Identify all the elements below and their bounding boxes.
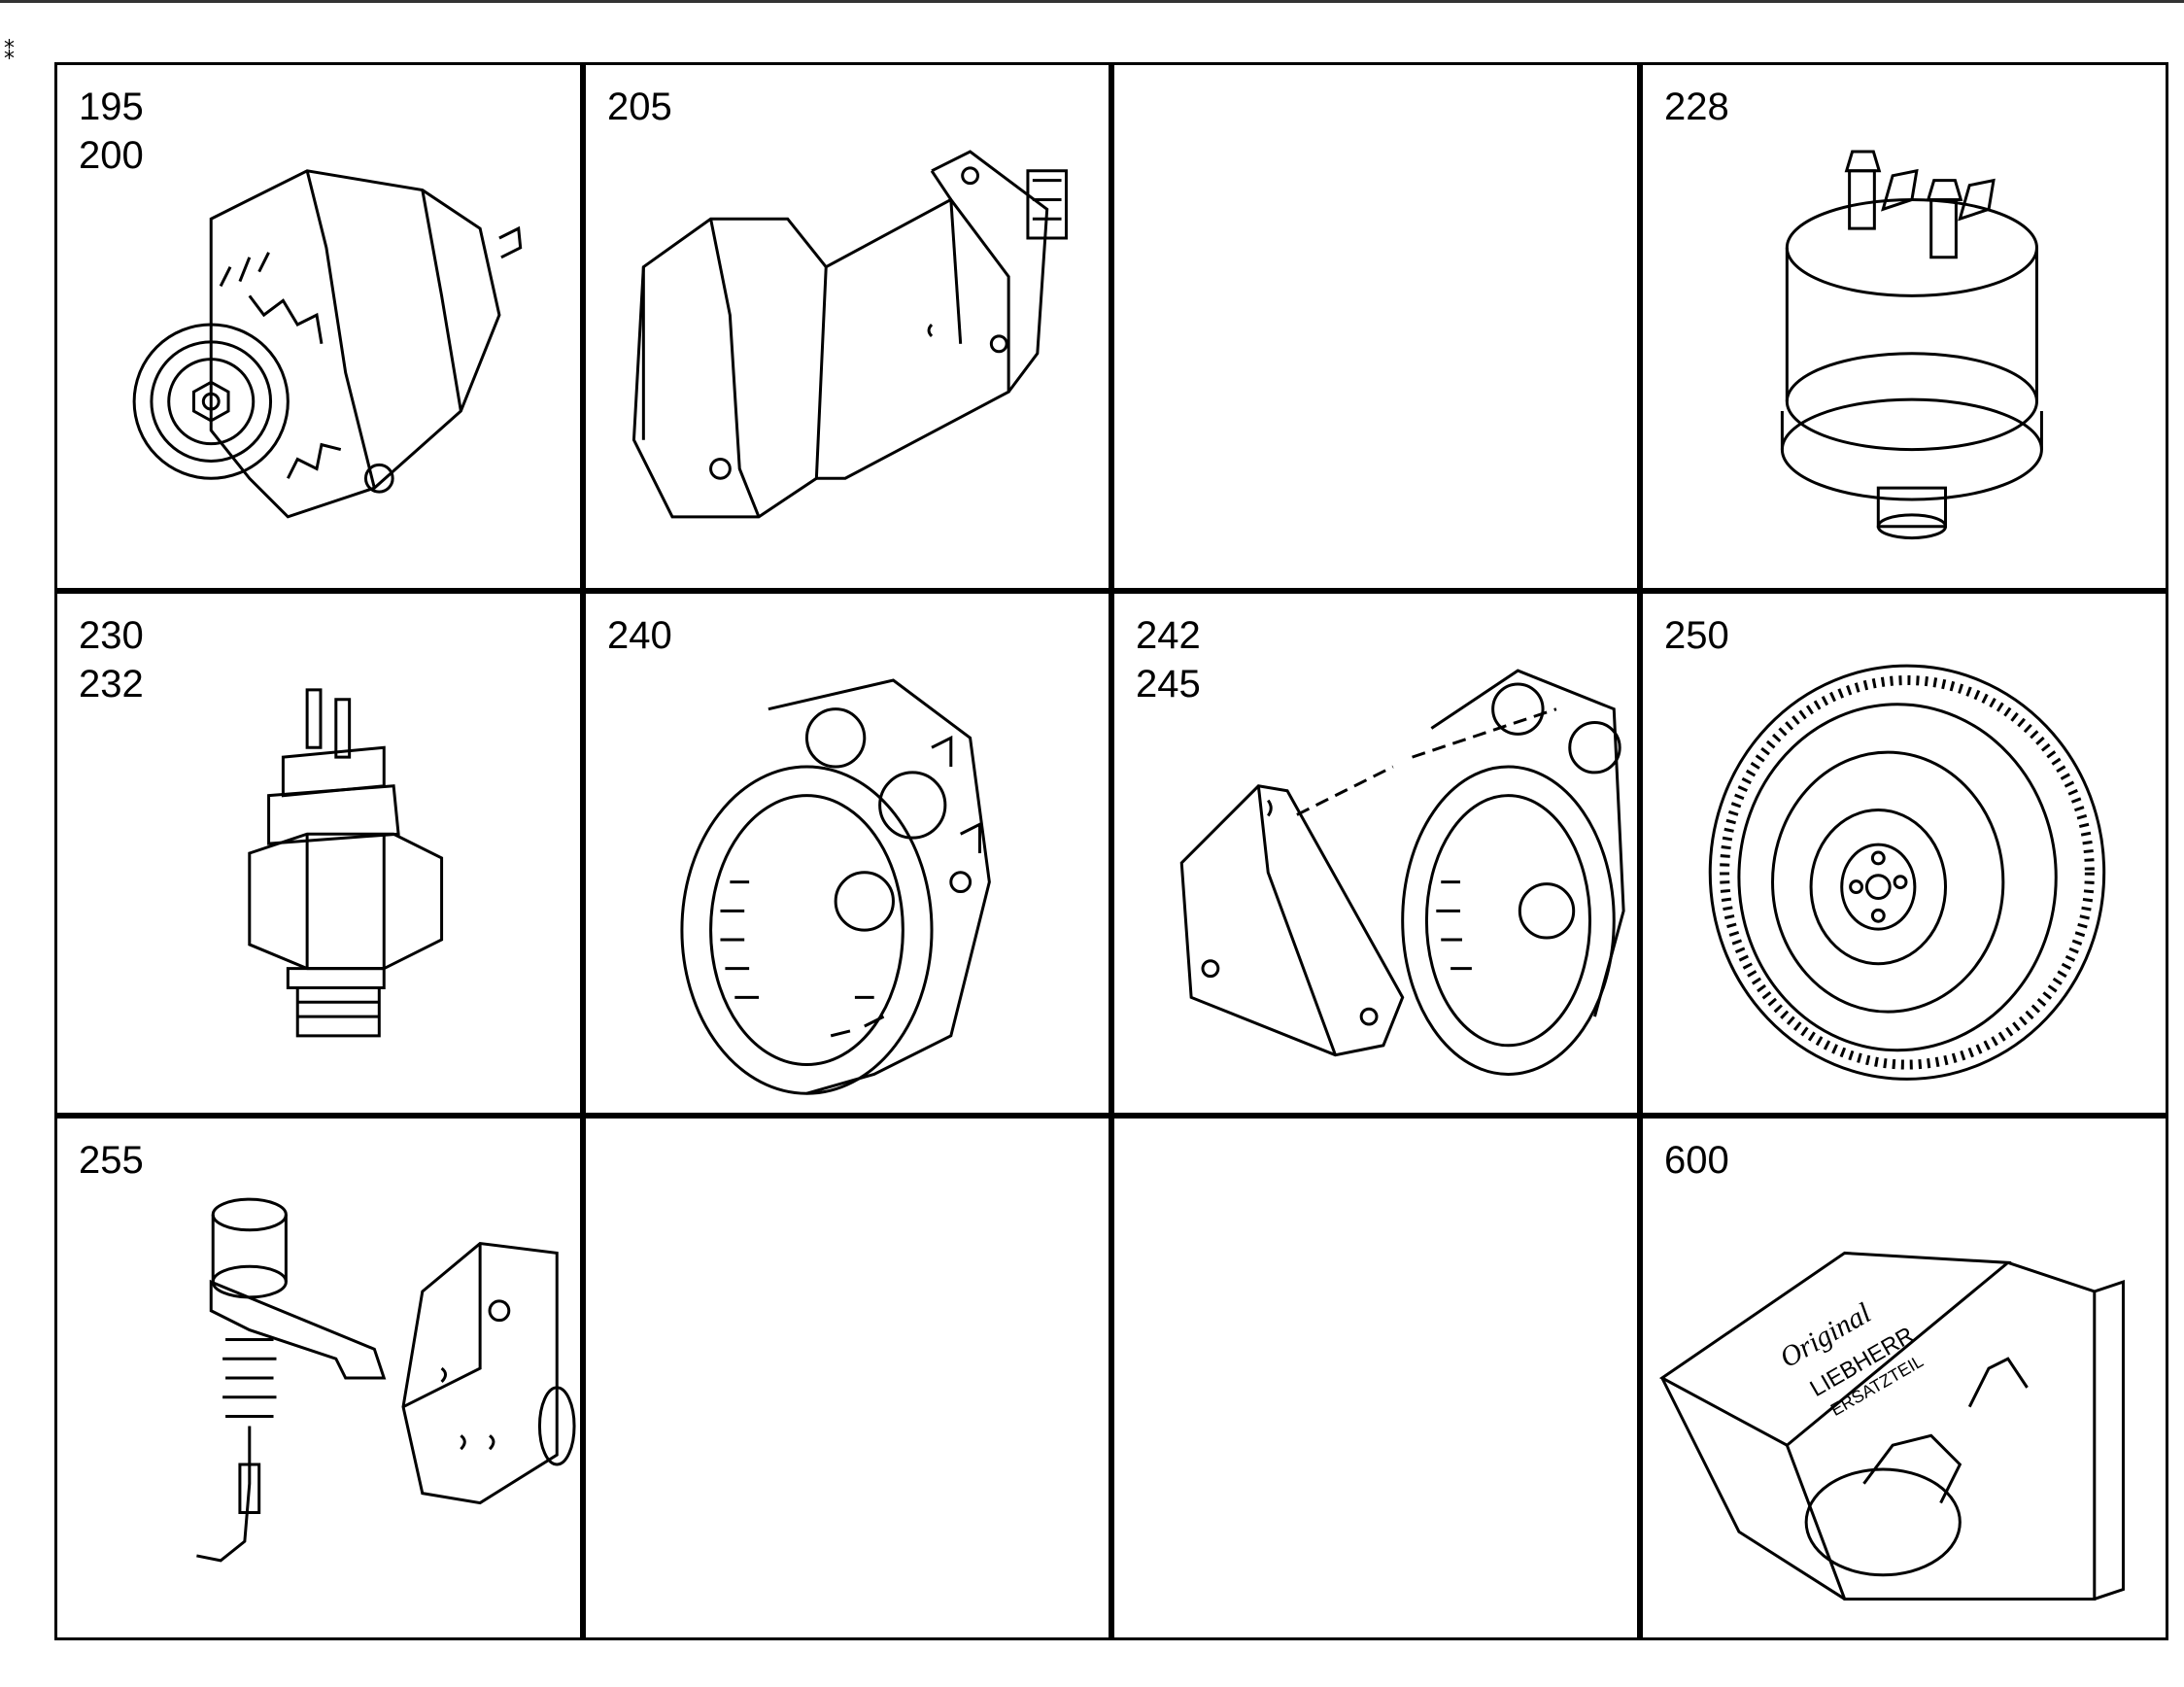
part-number: 228: [1664, 86, 1729, 128]
part-cell-205: 205: [583, 62, 1111, 591]
part-number-label: 240: [607, 611, 672, 660]
part-number-label: 228: [1664, 83, 1729, 131]
part-number: 255: [79, 1139, 144, 1182]
part-cell-195-200: 195 200: [54, 62, 583, 591]
part-number: 242: [1136, 614, 1201, 657]
top-border-line: [0, 0, 2184, 3]
flywheel-ring-gear-icon: [1643, 594, 2166, 1113]
part-number-label: 230 232: [79, 611, 144, 708]
part-cell-240: 240: [583, 591, 1111, 1116]
part-cell-242-245: 242 245: [1111, 591, 1640, 1116]
part-number: 600: [1664, 1139, 1729, 1182]
part-number-label: 600: [1664, 1136, 1729, 1185]
flywheel-housing-icon: [586, 594, 1109, 1113]
part-number-label: 195 200: [79, 83, 144, 180]
housing-cover-icon: [1114, 594, 1637, 1113]
pressure-switch-icon: [1643, 65, 2166, 588]
part-number-label: 205: [607, 83, 672, 131]
empty-cell: [583, 1116, 1111, 1640]
shutoff-solenoid-icon: [57, 1119, 580, 1637]
part-number: 250: [1664, 614, 1729, 657]
empty-cell: [1111, 1116, 1640, 1640]
part-cell-228: 228: [1640, 62, 2168, 591]
part-number: 240: [607, 614, 672, 657]
alternator-icon: [57, 65, 580, 588]
part-number: 230: [79, 614, 144, 657]
part-number: 205: [607, 86, 672, 128]
part-number: 245: [1136, 663, 1201, 706]
part-number-label: 242 245: [1136, 611, 1201, 708]
starter-motor-icon: [586, 65, 1109, 588]
part-cell-600: 600 Original LIEBHERR ERSATZTEIL: [1640, 1116, 2168, 1640]
empty-cell: [1111, 62, 1640, 591]
part-number-label: 250: [1664, 611, 1729, 660]
part-cell-255: 255: [54, 1116, 583, 1640]
part-number: 200: [79, 134, 144, 177]
parts-kit-box-icon: Original LIEBHERR ERSATZTEIL: [1643, 1119, 2166, 1637]
part-number: 195: [79, 86, 144, 128]
scan-speck: ⁑: [4, 41, 15, 65]
part-number-label: 255: [79, 1136, 144, 1185]
part-cell-250: 250: [1640, 591, 2168, 1116]
parts-illustration-grid: 195 200 205: [54, 62, 2168, 1640]
part-number: 232: [79, 663, 144, 706]
temperature-switch-icon: [57, 594, 580, 1113]
part-cell-230-232: 230 232: [54, 591, 583, 1116]
